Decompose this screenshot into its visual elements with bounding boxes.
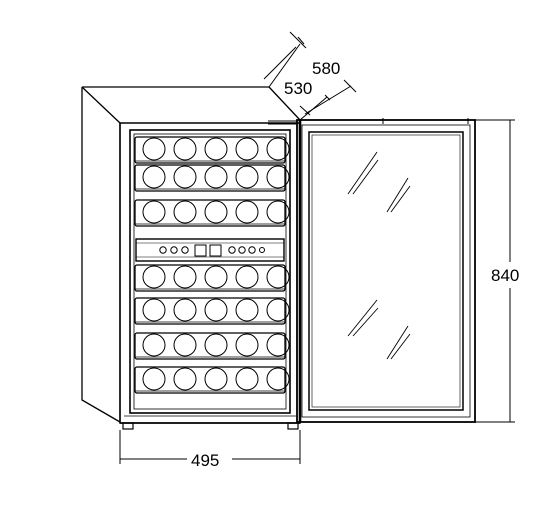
shelf-frame	[134, 136, 286, 164]
shelf-frame	[134, 264, 286, 292]
control-button-5	[238, 246, 246, 254]
bottle	[235, 137, 259, 161]
shelf-frame	[134, 199, 286, 227]
bottle	[173, 298, 197, 322]
control-button-4	[228, 246, 236, 254]
control-button-6	[248, 246, 256, 254]
bottle	[173, 265, 197, 289]
display-1	[194, 244, 207, 257]
bottle	[173, 200, 197, 224]
bottle	[266, 265, 290, 289]
control-button-3	[181, 246, 189, 254]
bottle	[235, 333, 259, 357]
bottle	[173, 137, 197, 161]
bottle	[142, 333, 166, 357]
control-button-1	[159, 246, 167, 254]
glass-reflections	[347, 151, 411, 360]
shelves	[134, 136, 290, 394]
bottle	[235, 298, 259, 322]
shelf-frame	[134, 366, 286, 394]
upper-zone-shelf-1	[134, 136, 290, 164]
bottle	[266, 165, 290, 189]
bottle	[235, 265, 259, 289]
bottle	[204, 265, 228, 289]
shelf-frame	[134, 164, 286, 192]
dimension-530	[299, 79, 357, 121]
dimension-530-label: 530	[284, 79, 312, 98]
dimension-840	[475, 119, 515, 423]
display-2	[209, 244, 222, 257]
bottle	[266, 137, 290, 161]
lower-zone-shelf-2	[134, 297, 290, 325]
upper-zone-shelf-3	[134, 199, 290, 227]
upper-zone-shelf-2	[134, 164, 290, 192]
lower-zone-shelf-3	[134, 332, 290, 360]
bottle	[204, 165, 228, 189]
open-door	[268, 118, 476, 423]
bottle	[142, 298, 166, 322]
bottle	[266, 333, 290, 357]
dimension-840-label: 840	[491, 266, 519, 285]
lower-zone-shelf-4	[134, 366, 290, 394]
dimension-495	[119, 430, 301, 464]
bottle	[173, 333, 197, 357]
bottle	[266, 298, 290, 322]
shelf-frame	[134, 332, 286, 360]
dimension-495-label: 495	[191, 451, 219, 470]
bottle	[235, 367, 259, 391]
bottle	[142, 200, 166, 224]
dimension-580-label: 580	[312, 59, 340, 78]
bottle	[204, 367, 228, 391]
bottle	[142, 165, 166, 189]
cabinet-feet	[122, 422, 299, 430]
bottle	[266, 367, 290, 391]
bottle	[142, 367, 166, 391]
bottle	[235, 165, 259, 189]
bottle	[204, 333, 228, 357]
bottle	[204, 200, 228, 224]
lower-zone-shelf-1	[134, 264, 290, 292]
control-button-7	[259, 247, 265, 253]
bottle	[204, 137, 228, 161]
control-panel	[135, 238, 285, 262]
bottle	[204, 298, 228, 322]
dimension-580	[263, 31, 307, 88]
bottle	[266, 200, 290, 224]
bottle	[235, 200, 259, 224]
shelf-frame	[134, 297, 286, 325]
bottle	[173, 367, 197, 391]
control-button-2	[170, 246, 178, 254]
bottle	[142, 265, 166, 289]
bottle	[173, 165, 197, 189]
bottle	[142, 137, 166, 161]
